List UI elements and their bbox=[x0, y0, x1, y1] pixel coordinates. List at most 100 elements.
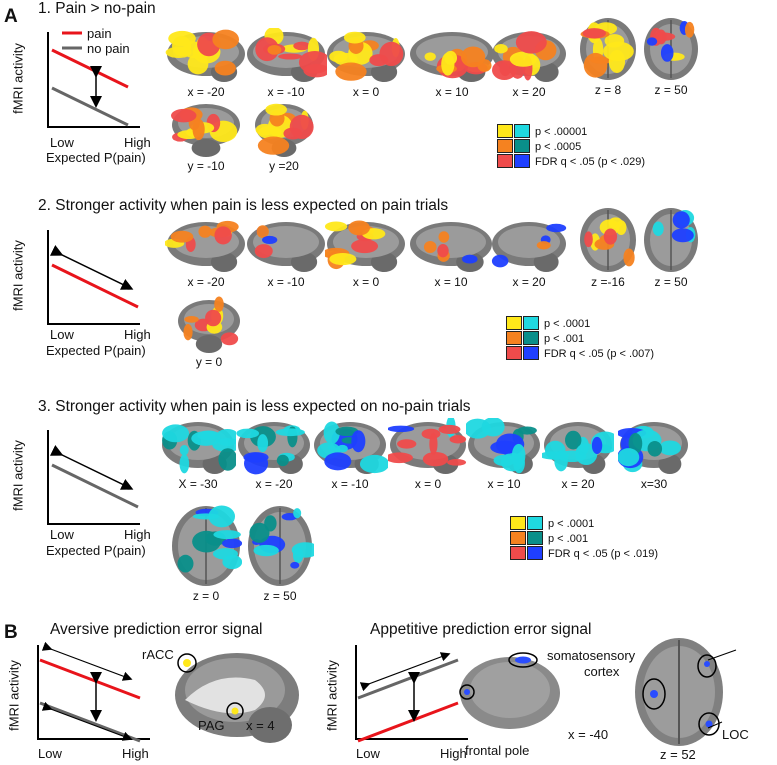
section3-high: High bbox=[124, 527, 151, 542]
brain-slice-s2-6: z = 50 bbox=[642, 206, 700, 290]
slice-label-s3-6: x=30 bbox=[640, 477, 668, 491]
loc-label: LOC bbox=[722, 727, 749, 742]
slice-label-s2-4: x = 20 bbox=[512, 275, 546, 289]
colorbar1-row2: p < .0005 bbox=[535, 141, 582, 153]
slice-label-s2-3: x = 10 bbox=[434, 275, 468, 289]
appetitive-sagittal-brain bbox=[459, 652, 560, 729]
section1-high: High bbox=[124, 135, 151, 150]
aversive-sagittal-brain bbox=[175, 653, 299, 743]
slice-label-s3-2: x = -10 bbox=[331, 477, 369, 491]
section1-ylabel: fMRI activity bbox=[10, 43, 26, 114]
slice-label-s1-4: x = 20 bbox=[512, 85, 546, 99]
section1-graph bbox=[47, 31, 140, 128]
leader-lines bbox=[707, 649, 737, 729]
panel-letter-a: A bbox=[4, 6, 18, 27]
brain-slice-s1-0: x = -20 bbox=[165, 28, 247, 100]
slice-label-s1-3: x = 10 bbox=[435, 85, 469, 99]
slice-label-s1-2: x = 0 bbox=[352, 85, 380, 99]
section2-xlabel: Expected P(pain) bbox=[46, 343, 146, 358]
brain-slice-s2-1: x = -10 bbox=[245, 218, 327, 290]
section1-xlabel: Expected P(pain) bbox=[46, 150, 146, 165]
section1-title: 1. Pain > no-pain bbox=[38, 0, 156, 17]
section1-low: Low bbox=[50, 135, 74, 150]
brain-slice-s3-5: x = 20 bbox=[539, 418, 620, 492]
section2-high: High bbox=[124, 327, 151, 342]
slice-label-s1-0: x = -20 bbox=[187, 85, 225, 99]
slice-label-s3-1: x = -20 bbox=[255, 477, 293, 491]
appetitive-slice1-label: x = -40 bbox=[568, 727, 609, 742]
slice-label-s2-7: y = 0 bbox=[195, 355, 223, 369]
appetitive-axial-brain bbox=[635, 638, 723, 746]
somatosensory-label-1: somatosensory bbox=[547, 648, 636, 663]
brain-slice-s2-5: z =-16 bbox=[578, 206, 638, 290]
brain-slice-s1-1: x = -10 bbox=[245, 26, 331, 100]
section2-title: 2. Stronger activity when pain is less e… bbox=[38, 197, 449, 214]
brain-slice-s2-4: x = 20 bbox=[490, 218, 568, 290]
slice-label-s2-1: x = -10 bbox=[267, 275, 305, 289]
brain-slice-s1-7: y = -10 bbox=[170, 100, 242, 174]
colorbar3-row3: FDR q < .05 (p < .019) bbox=[548, 548, 659, 560]
appetitive-high: High bbox=[440, 746, 467, 761]
slice-label-s3-0: X = -30 bbox=[178, 477, 218, 491]
slice-label-s3-7: z = 0 bbox=[192, 589, 220, 603]
colorbar3-row1: p < .0001 bbox=[548, 518, 595, 530]
slice-label-s1-7: y = -10 bbox=[187, 159, 225, 173]
slice-label-s2-0: x = -20 bbox=[187, 275, 225, 289]
slice-label-s1-5: z = 8 bbox=[594, 83, 622, 97]
colorbar2-row1: p < .0001 bbox=[544, 318, 591, 330]
aversive-slice-label: x = 4 bbox=[246, 718, 275, 733]
slice-label-s3-4: x = 10 bbox=[487, 477, 521, 491]
aversive-title: Aversive prediction error signal bbox=[50, 621, 263, 638]
somatosensory-label-2: cortex bbox=[584, 664, 620, 679]
colorbar2-row3: FDR q < .05 (p < .007) bbox=[544, 348, 655, 360]
slice-label-s3-3: x = 0 bbox=[414, 477, 442, 491]
slice-label-s3-8: z = 50 bbox=[263, 589, 297, 603]
section2-graph bbox=[47, 230, 140, 325]
brain-slice-s3-2: x = -10 bbox=[312, 418, 390, 492]
legend-nopain: no pain bbox=[87, 41, 130, 56]
brain-slice-s3-0: X = -30 bbox=[160, 418, 242, 492]
brain-slice-s3-3: x = 0 bbox=[385, 415, 468, 492]
section3-xlabel: Expected P(pain) bbox=[46, 543, 146, 558]
colorbar1-row3: FDR q < .05 (p < .029) bbox=[535, 156, 646, 168]
slice-label-s2-5: z =-16 bbox=[591, 275, 625, 289]
frontal-pole-label: frontal pole bbox=[465, 743, 530, 758]
pag-label: PAG bbox=[198, 718, 225, 733]
brain-slice-s2-0: x = -20 bbox=[164, 218, 247, 290]
brain-slice-s1-3: x = 10 bbox=[408, 28, 496, 100]
section2-ylabel: fMRI activity bbox=[10, 240, 26, 311]
slice-label-s1-1: x = -10 bbox=[267, 85, 305, 99]
colorbar3-row2: p < .001 bbox=[548, 533, 589, 545]
brain-slice-s3-4: x = 10 bbox=[464, 417, 542, 492]
brain-slice-s2-7: y = 0 bbox=[176, 296, 242, 370]
brain-slice-s3-8: z = 50 bbox=[246, 504, 320, 604]
appetitive-graph bbox=[355, 645, 468, 743]
appetitive-ylabel: fMRI activity bbox=[324, 660, 340, 731]
slice-label-s3-5: x = 20 bbox=[561, 477, 595, 491]
slice-label-s1-8: y =20 bbox=[269, 159, 299, 173]
brain-slice-s1-2: x = 0 bbox=[325, 28, 407, 100]
brain-slice-s3-7: z = 0 bbox=[170, 504, 243, 604]
colorbar2-row2: p < .001 bbox=[544, 333, 585, 345]
brain-slice-s1-4: x = 20 bbox=[490, 28, 568, 100]
brain-slice-s2-2: x = 0 bbox=[322, 218, 407, 290]
brain-slice-s1-6: z = 50 bbox=[642, 16, 700, 98]
aversive-low: Low bbox=[38, 746, 62, 761]
aversive-high: High bbox=[122, 746, 149, 761]
colorbar1-row1: p < .00001 bbox=[535, 126, 588, 138]
brain-slice-s3-1: x = -20 bbox=[236, 418, 312, 492]
brain-slice-s1-5: z = 8 bbox=[578, 16, 638, 98]
slice-label-s1-6: z = 50 bbox=[654, 83, 688, 97]
panel-letter-b: B bbox=[4, 622, 18, 643]
section3-ylabel: fMRI activity bbox=[10, 440, 26, 511]
nopain-line bbox=[51, 86, 129, 127]
section2-low: Low bbox=[50, 327, 74, 342]
brain-slice-s2-3: x = 10 bbox=[408, 218, 494, 290]
appetitive-title: Appetitive prediction error signal bbox=[370, 621, 592, 638]
slice-label-s2-6: z = 50 bbox=[654, 275, 688, 289]
legend-pain: pain bbox=[87, 26, 112, 41]
aversive-ylabel: fMRI activity bbox=[6, 660, 22, 731]
aversive-graph bbox=[37, 641, 150, 743]
appetitive-slice2-label: z = 52 bbox=[660, 747, 696, 762]
brain-slice-s3-6: x=30 bbox=[616, 418, 690, 492]
